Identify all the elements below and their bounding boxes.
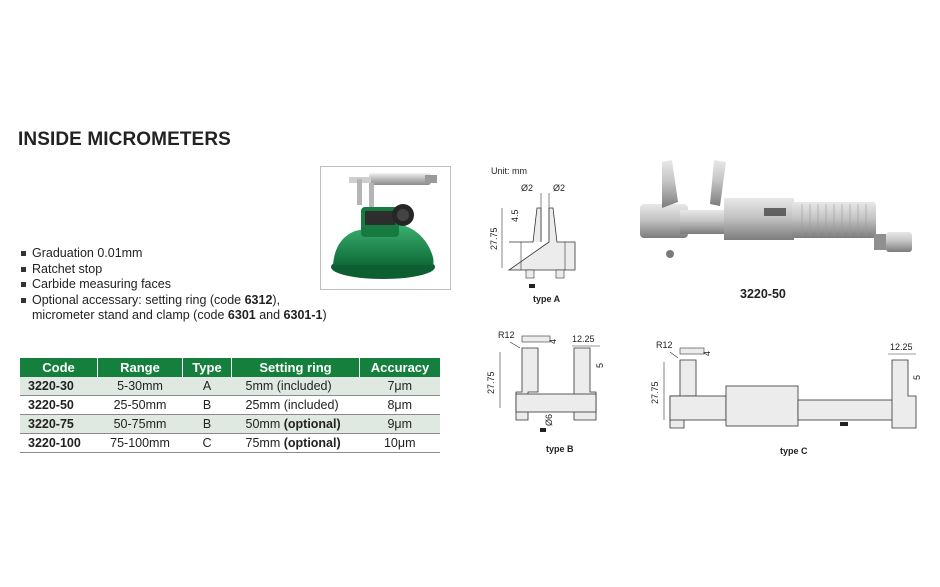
col-header-code: Code (20, 358, 98, 377)
table-row: 3220-75 50-75mm B 50mm (optional) 9μm (20, 414, 440, 434)
page-title: INSIDE MICROMETERS (18, 129, 231, 150)
product-photo-frame (320, 166, 451, 290)
type-b-label: type B (546, 444, 574, 454)
spec-table: Code Range Type Setting ring Accuracy 32… (20, 358, 440, 453)
col-header-type: Type (182, 358, 232, 377)
feature-item-accessory: Optional accessary: setting ring (code 6… (20, 293, 327, 309)
unit-label: Unit: mm (491, 166, 527, 176)
type-a-diagram: Unit: mm Ø2 Ø2 4.5 27.75 type A (489, 166, 576, 304)
type-c-diagram: R12 4 12.25 5 27.75 type C (650, 340, 922, 456)
feature-item: Carbide measuring faces (20, 277, 327, 293)
micrometer-product-image (640, 160, 912, 258)
dim-r12: R12 (656, 340, 673, 350)
dim-4: 4 (548, 339, 558, 344)
micrometer-stand-image (331, 173, 437, 279)
dim-5: 5 (912, 375, 922, 380)
feature-item: Graduation 0.01mm (20, 246, 327, 262)
col-header-setting-ring: Setting ring (231, 358, 360, 377)
dim-height: 27.75 (489, 227, 499, 250)
dim-dia-6: Ø6 (544, 414, 554, 426)
product-model-label: 3220-50 (740, 287, 786, 301)
table-row: 3220-100 75-100mm C 75mm (optional) 10μm (20, 433, 440, 453)
feature-item-accessory-cont: micrometer stand and clamp (code 6301 an… (32, 308, 327, 322)
feature-list: Graduation 0.01mm Ratchet stop Carbide m… (20, 246, 327, 324)
dim-dia-right: Ø2 (553, 183, 565, 193)
col-header-range: Range (97, 358, 183, 377)
dim-dia-left: Ø2 (521, 183, 533, 193)
feature-item: Ratchet stop (20, 262, 327, 278)
dim-4: 4 (702, 351, 712, 356)
dim-12-25: 12.25 (572, 334, 595, 344)
type-a-label: type A (533, 294, 561, 304)
table-row: 3220-50 25-50mm B 25mm (included) 8μm (20, 395, 440, 415)
dim-height: 27.75 (486, 371, 496, 394)
col-header-accuracy: Accuracy (359, 358, 440, 377)
type-c-label: type C (780, 446, 808, 456)
dim-5: 5 (595, 363, 605, 368)
dim-r12: R12 (498, 330, 515, 340)
type-b-diagram: R12 4 12.25 5 27.75 Ø6 type B (486, 330, 605, 454)
dim-4-5: 4.5 (510, 209, 520, 222)
dim-12-25: 12.25 (890, 342, 913, 352)
dim-height: 27.75 (650, 381, 660, 404)
table-row: 3220-30 5-30mm A 5mm (included) 7μm (20, 377, 440, 396)
